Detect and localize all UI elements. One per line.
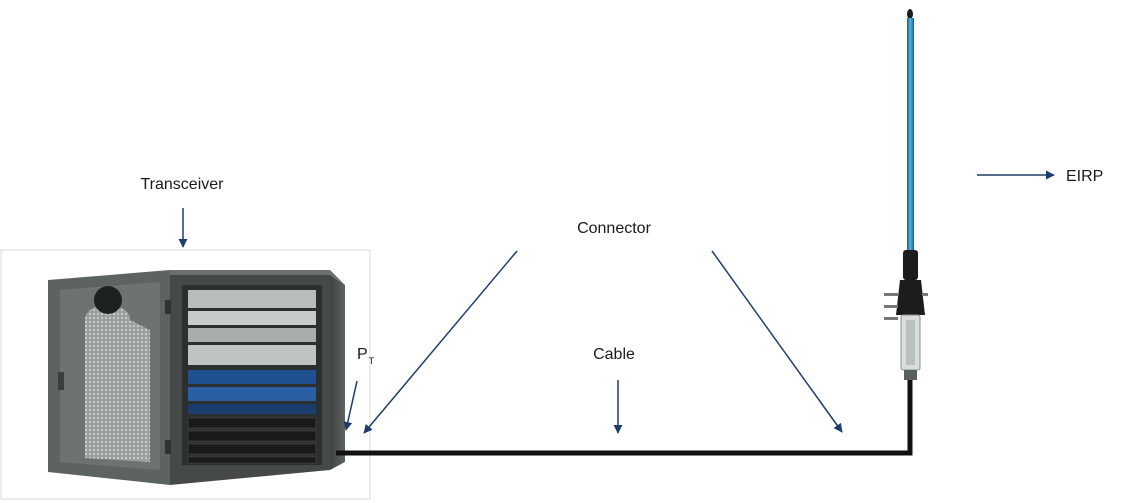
connector-arrow-right (711, 250, 843, 433)
cable-label: Cable (593, 346, 635, 363)
power-arrow (343, 380, 358, 431)
power-label-subscript: T (369, 356, 375, 366)
power-label: PT (357, 346, 375, 366)
transceiver-label: Transceiver (141, 176, 225, 193)
transceiver-cabinet (0, 249, 371, 500)
connector-label: Connector (577, 220, 651, 237)
eirp-label: EIRP (1066, 168, 1103, 185)
cable (336, 380, 913, 456)
power-label-main: P (357, 346, 368, 363)
antenna-icon (884, 9, 928, 380)
server-cabinet-icon (48, 270, 345, 485)
connector-arrow-left (363, 250, 518, 434)
